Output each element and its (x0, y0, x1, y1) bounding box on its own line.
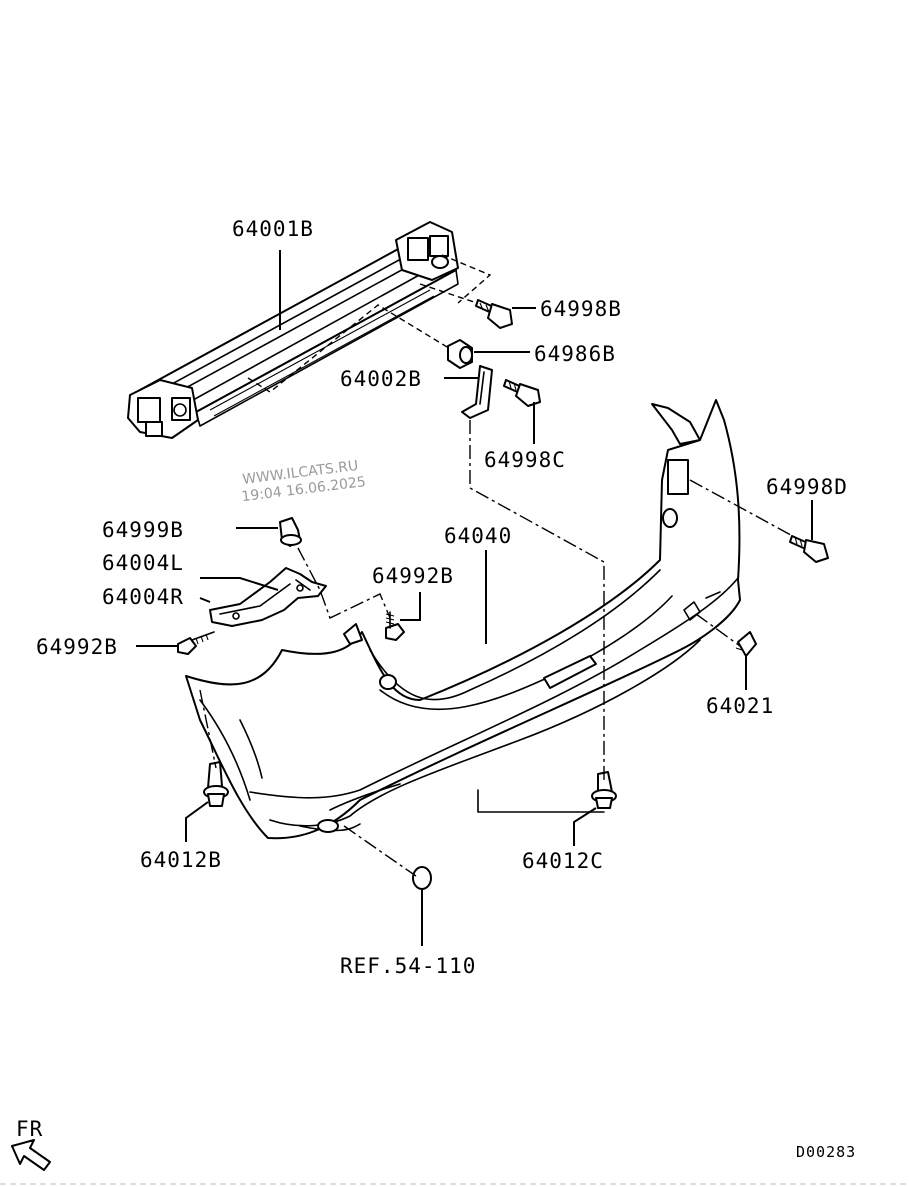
front-arrow-icon (11, 1139, 51, 1171)
side-brackets-64004-drawing (209, 567, 327, 627)
clip-64012b-drawing (203, 761, 229, 807)
label-64012b[interactable]: 64012B (140, 848, 222, 872)
label-64999b[interactable]: 64999B (102, 518, 184, 542)
label-64004r[interactable]: 64004R (102, 585, 184, 609)
front-direction-indicator: FR (11, 1117, 51, 1171)
bracket-64002b-drawing (461, 365, 493, 419)
label-ref-54-110[interactable]: REF.54-110 (340, 954, 476, 978)
label-64986b[interactable]: 64986B (534, 342, 616, 366)
reflector-cover-64021-drawing (735, 631, 757, 657)
bolt-64998b-drawing (475, 299, 513, 329)
fr-label: FR (16, 1117, 43, 1141)
screw-left-drawing (177, 631, 215, 655)
bumper-fascia-drawing (185, 399, 741, 840)
spacer-64986b-drawing (447, 339, 473, 369)
label-64992b-left[interactable]: 64992B (36, 635, 118, 659)
label-64001b[interactable]: 64001B (232, 217, 314, 241)
plug-ref-drawing (412, 866, 432, 890)
screw-mid-drawing (385, 611, 405, 641)
clip-64999b-drawing (279, 517, 302, 547)
label-64004l[interactable]: 64004L (102, 551, 184, 575)
label-64012c[interactable]: 64012C (522, 849, 604, 873)
bolt-64998d-drawing (789, 535, 829, 563)
diagram-code: D00283 (796, 1143, 856, 1161)
clip-64012c-drawing (591, 771, 617, 809)
watermark: WWW.ILCATS.RU 19:04 16.06.2025 (241, 458, 367, 505)
label-64998c[interactable]: 64998C (484, 448, 566, 472)
label-64998b[interactable]: 64998B (540, 297, 622, 321)
label-64002b[interactable]: 64002B (340, 367, 422, 391)
bumper-reinforcement-drawing (127, 221, 459, 439)
label-64021[interactable]: 64021 (706, 694, 774, 718)
label-64992b-mid[interactable]: 64992B (372, 564, 454, 588)
label-64998d[interactable]: 64998D (766, 475, 848, 499)
label-64040[interactable]: 64040 (444, 524, 512, 548)
